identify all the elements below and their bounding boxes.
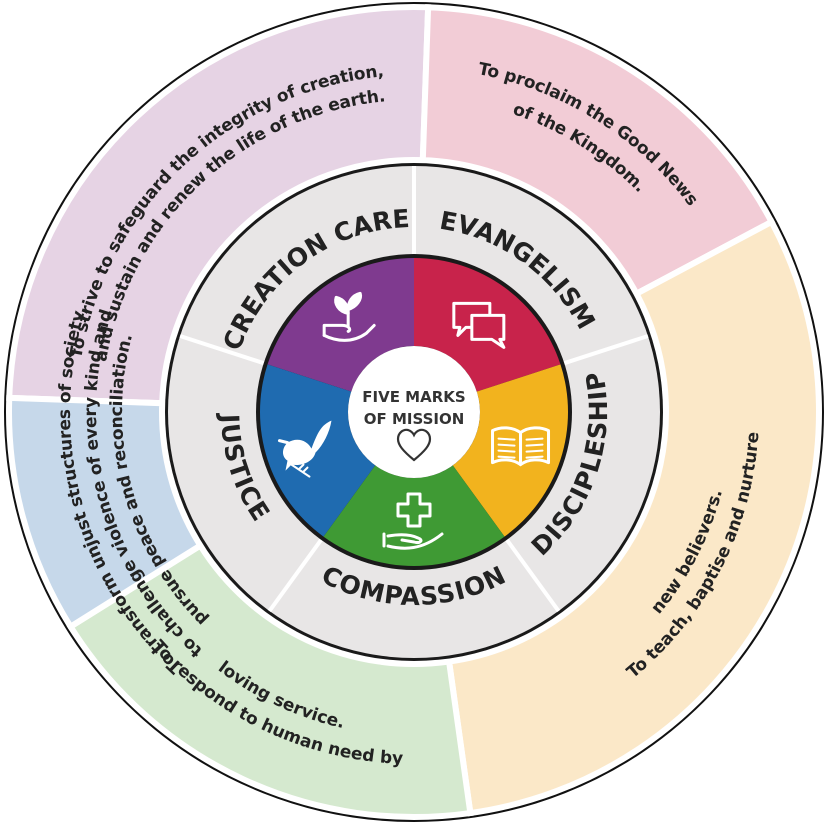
- medical-cross-hand-icon: [382, 492, 444, 550]
- open-book-icon: [491, 426, 551, 467]
- speech-bubbles-icon: [452, 301, 506, 349]
- middle-divider: [563, 334, 649, 366]
- outer-segment-discipleship: [445, 217, 822, 817]
- middle-divider: [505, 538, 561, 613]
- center-hub: FIVE MARKS OF MISSION: [348, 346, 480, 478]
- outer-segment-evangelism: [419, 4, 776, 298]
- outer-segment-compassion: [66, 541, 474, 820]
- heart-icon: [396, 428, 432, 462]
- dove-icon: [277, 420, 332, 478]
- icons: [277, 291, 551, 550]
- center-title-line1: FIVE MARKS: [362, 388, 465, 406]
- inner-segment-justice: [260, 364, 376, 537]
- outer-segment-creation-care: [6, 4, 432, 407]
- inner-segment-compassion: [323, 465, 505, 566]
- middle-divider: [179, 334, 265, 366]
- outer-segment-justice: [6, 394, 205, 631]
- middle-divider: [267, 538, 323, 613]
- plant-in-hand-icon: [322, 291, 376, 342]
- center-title-line2: OF MISSION: [364, 410, 465, 428]
